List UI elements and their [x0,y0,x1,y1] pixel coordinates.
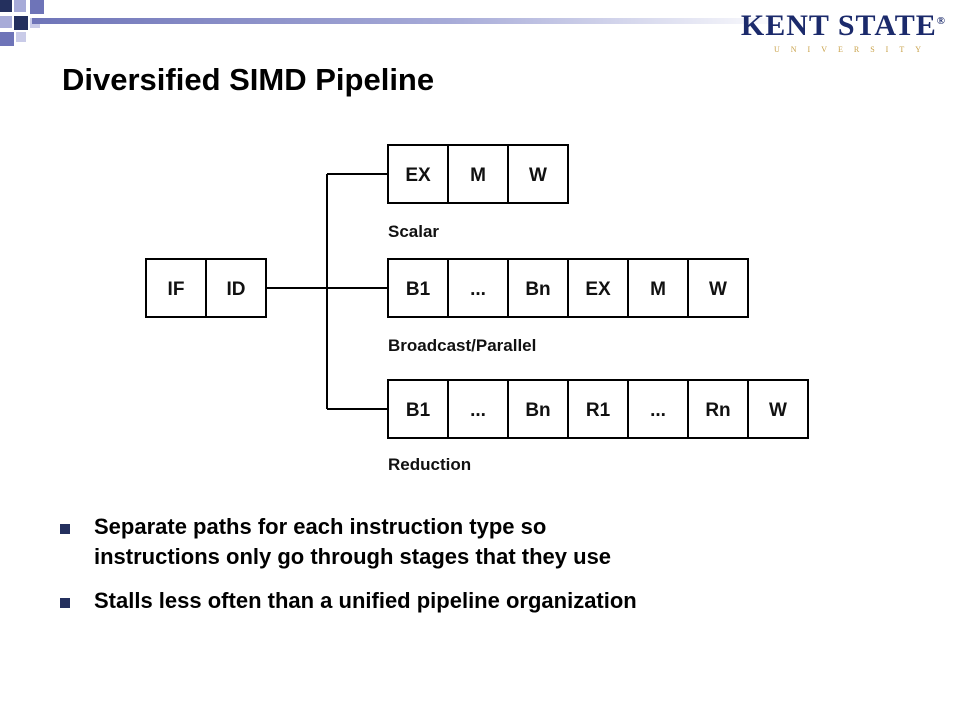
reduction-stage-5-label: ... [650,400,666,421]
broadcast-stage-6-label: W [709,279,727,300]
scalar-stage-1-box [387,144,449,204]
reduction-stage-1-label: B1 [406,400,431,421]
broadcast-stage-2-label: ... [470,279,486,300]
front-stage-2-label: ID [227,279,246,300]
broadcast-stage-5-label: M [650,279,666,300]
logo-main-text: KENT STATE [740,9,937,42]
reduction-path-label: Reduction [388,455,471,474]
reduction-stage-7-box [747,379,809,439]
bullet-list: Separate paths for each instruction type… [60,512,920,630]
reduction-stage-6-label: Rn [705,400,730,421]
scalar-stage-3-label: W [529,165,547,186]
scalar-stage-2-label: M [470,165,486,186]
scalar-stage-3-box [507,144,569,204]
broadcast-stage-3-label: Bn [525,279,550,300]
bullet-item-1: Separate paths for each instruction type… [60,512,920,572]
bullet-item-2: Stalls less often than a unified pipelin… [60,586,920,616]
reduction-stage-3-box [507,379,569,439]
broadcast-stage-2-box [447,258,509,318]
bullet-2-line-1: Stalls less often than a unified pipelin… [94,588,637,613]
broadcast-path-label: Broadcast/Parallel [388,336,536,355]
broadcast-stage-1-box [387,258,449,318]
scalar-path-label: Scalar [388,222,439,241]
square-bullet-icon [60,598,70,608]
scalar-stage-1-label: EX [405,165,431,186]
square-bullet-icon [60,524,70,534]
bullet-1-line-1: Separate paths for each instruction type… [94,514,547,539]
slide-title: Diversified SIMD Pipeline [62,62,435,97]
header-bar [32,18,792,24]
broadcast-stage-4-label: EX [585,279,611,300]
reduction-stage-2-box [447,379,509,439]
broadcast-stage-6-box [687,258,749,318]
reduction-stage-7-label: W [769,400,787,421]
broadcast-stage-1-label: B1 [406,279,431,300]
broadcast-stage-4-box [567,258,629,318]
broadcast-stage-5-box [627,258,689,318]
reduction-stage-4-label: R1 [586,400,611,421]
registered-mark-icon: ® [936,15,946,27]
front-stage-2-box [205,258,267,318]
front-stage-1-label: IF [168,279,185,300]
reduction-stage-3-label: Bn [525,400,550,421]
logo-sub-text: UNIVERSITY [774,45,932,54]
bullet-1-line-2: instructions only go through stages that… [94,544,612,569]
reduction-stage-6-box [687,379,749,439]
kent-state-logo: KENT STATE® UNIVERSITY [740,6,946,55]
front-stage-1-box [145,258,207,318]
reduction-stage-2-label: ... [470,400,486,421]
